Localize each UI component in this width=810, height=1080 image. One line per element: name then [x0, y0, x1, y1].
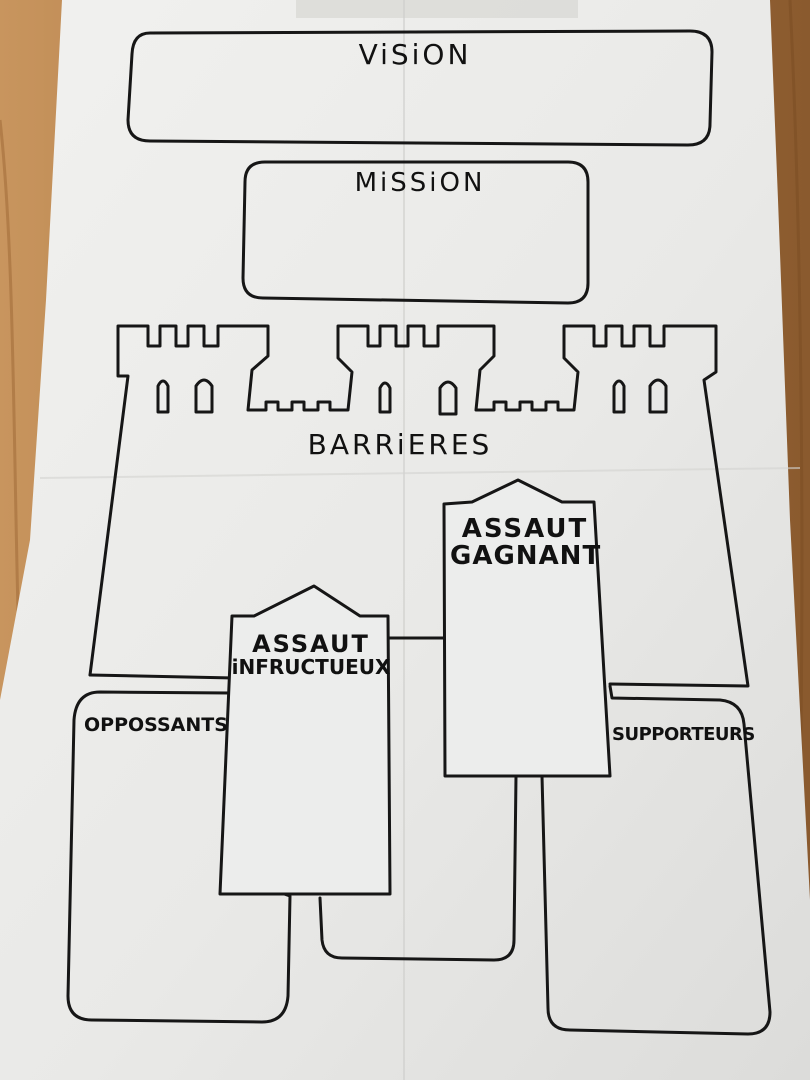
opponents-label: OPPOSSANTS: [84, 714, 228, 736]
castle-outline: [88, 324, 750, 688]
vision-label: ViSiON: [358, 38, 472, 71]
vision-box: [126, 29, 714, 147]
supporters-box: [540, 684, 772, 1036]
winning-assault-shield: [442, 478, 612, 778]
winning-assault-label: ASSAUT GAGNANT: [450, 514, 602, 572]
barriers-label: BARRiERES: [307, 428, 493, 461]
failed-assault-line1: ASSAUT: [252, 630, 370, 658]
mission-label: MiSSiON: [354, 168, 486, 198]
failed-assault-label: ASSAUT iNFRUCTUEUX: [226, 630, 396, 680]
supporters-label: SUPPORTEURS: [612, 724, 755, 745]
opponents-box: [66, 690, 292, 1024]
winning-assault-line1: ASSAUT: [461, 514, 589, 544]
winning-assault-line2: GAGNANT: [450, 541, 602, 572]
failed-assault-shield: [218, 584, 392, 896]
connector-box: [318, 774, 518, 962]
failed-assault-line2: iNFRUCTUEUX: [231, 655, 391, 680]
mission-box: [241, 160, 590, 305]
